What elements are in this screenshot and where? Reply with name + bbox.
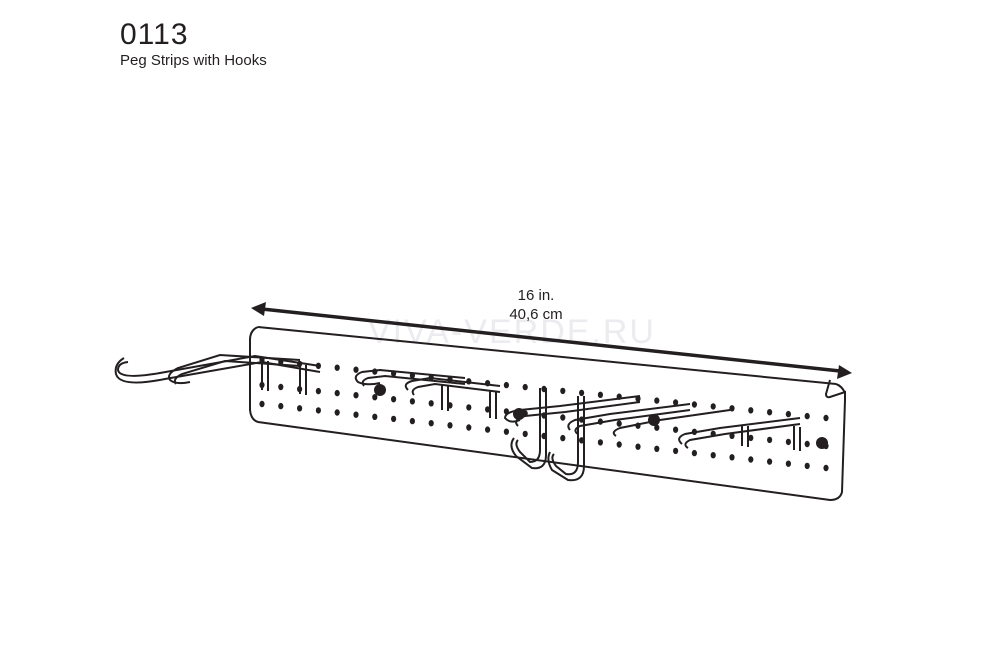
- peg-hole: [804, 462, 810, 470]
- peg-hole: [785, 460, 792, 467]
- peg-hole: [315, 407, 321, 414]
- peg-hole: [767, 409, 773, 416]
- peg-hole: [485, 426, 491, 433]
- peg-hole: [616, 441, 622, 448]
- peg-hole: [823, 414, 829, 422]
- hooks: [114, 353, 801, 482]
- peg-hole: [673, 426, 679, 433]
- peg-hole: [334, 364, 340, 371]
- peg-hole: [597, 439, 604, 446]
- peg-hole: [560, 387, 566, 395]
- peg-hole: [748, 456, 754, 463]
- peg-hole: [729, 454, 735, 461]
- peg-hole: [503, 381, 509, 389]
- peg-hole: [785, 410, 792, 418]
- dimension-label: 16 in. 40,6 cm: [476, 286, 596, 324]
- peg-hole: [654, 424, 660, 431]
- peg-hole: [654, 397, 660, 404]
- peg-hole: [353, 366, 359, 373]
- peg-hole: [748, 407, 754, 414]
- mounting-hole: [648, 414, 660, 426]
- peg-hole: [560, 434, 566, 442]
- long-hook-left: [114, 353, 321, 395]
- peg-hole: [297, 405, 303, 412]
- peg-hole: [447, 422, 453, 429]
- peg-hole: [334, 389, 340, 397]
- peg-hole: [785, 438, 792, 446]
- product-header: 0113 Peg Strips with Hooks: [120, 18, 267, 70]
- peg-hole: [466, 404, 472, 411]
- peg-hole: [748, 434, 754, 442]
- mounting-hole: [816, 437, 828, 449]
- peg-hole: [579, 437, 585, 444]
- peg-hole: [522, 430, 528, 438]
- peg-hole: [597, 391, 604, 398]
- hook-group-2: [354, 368, 501, 419]
- peg-hole: [428, 400, 434, 407]
- dimension-arrow: [251, 302, 852, 379]
- product-code: 0113: [120, 18, 189, 51]
- peg-hole: [278, 383, 284, 391]
- dimension-imperial: 16 in.: [517, 287, 555, 304]
- peg-hole: [391, 396, 397, 403]
- peg-hole: [315, 387, 321, 395]
- peg-hole: [767, 436, 773, 444]
- peg-hole: [560, 414, 566, 421]
- peg-hole: [616, 420, 622, 427]
- peg-hole: [710, 403, 716, 410]
- mounting-hole: [374, 384, 386, 396]
- peg-hole: [372, 413, 378, 420]
- peg-hole: [710, 452, 716, 459]
- peg-hole: [691, 449, 698, 457]
- peg-hole: [485, 406, 491, 413]
- peg-hole: [372, 394, 378, 401]
- peg-hole: [409, 417, 415, 425]
- peg-hole: [353, 411, 359, 418]
- peg-hole: [428, 420, 434, 427]
- product-name: Peg Strips with Hooks: [120, 52, 267, 69]
- peg-hole: [503, 428, 509, 435]
- dimension-metric: 40,6 cm: [509, 306, 563, 323]
- peg-hole: [767, 458, 773, 465]
- peg-hole: [579, 389, 585, 397]
- peg-hole: [259, 400, 265, 408]
- peg-hole: [804, 412, 810, 420]
- peg-hole: [729, 405, 735, 412]
- j-hooks: [510, 388, 585, 482]
- peg-hole: [804, 440, 810, 448]
- peg-strip-board: [249, 326, 846, 502]
- hook-group-3: [503, 395, 801, 451]
- peg-hole: [334, 409, 340, 416]
- peg-hole: [654, 445, 660, 452]
- peg-hole: [673, 447, 679, 455]
- peg-hole: [409, 398, 415, 405]
- peg-hole: [522, 383, 528, 391]
- peg-hole: [635, 443, 641, 450]
- peg-hole: [823, 464, 829, 472]
- peg-hole: [353, 392, 359, 399]
- peg-hole: [278, 402, 284, 410]
- peg-hole: [391, 415, 397, 423]
- peg-hole: [691, 401, 698, 408]
- peg-hole: [673, 399, 679, 406]
- peg-hole: [466, 424, 472, 431]
